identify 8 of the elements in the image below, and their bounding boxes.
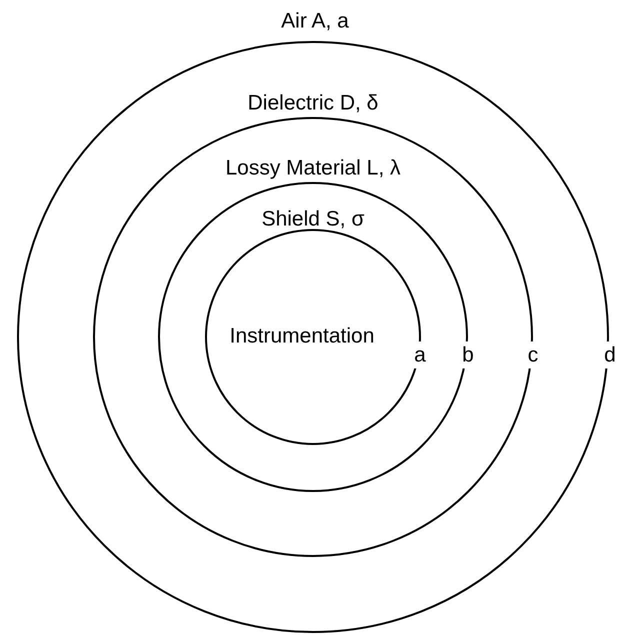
radius-label: a	[414, 341, 426, 369]
radius-label: d	[604, 341, 616, 369]
region-label: Dielectric D, δ	[248, 91, 378, 115]
region-label: Lossy Material L, λ	[225, 156, 401, 180]
region-label: Instrumentation	[230, 324, 374, 348]
region-label: Shield S, σ	[262, 207, 364, 231]
radius-label: b	[462, 341, 474, 369]
radius-label: c	[528, 341, 538, 369]
